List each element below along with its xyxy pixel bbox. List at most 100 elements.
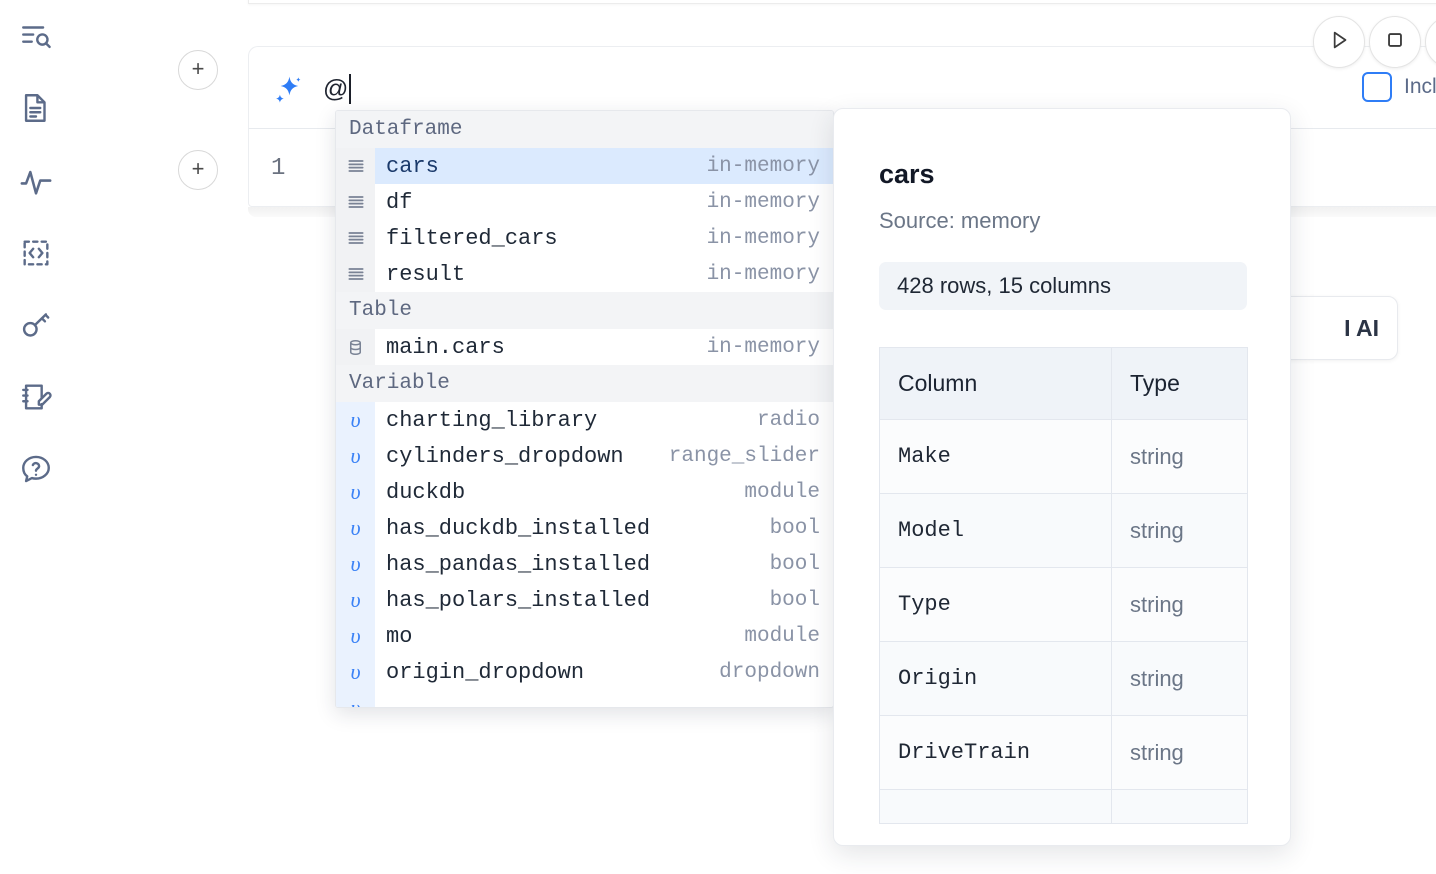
add-cell-below-label: + [191,156,205,181]
schema-cell-type: string [1111,715,1248,790]
run-cell-button[interactable] [1313,16,1365,68]
autocomplete-item-name: cylinders_dropdown [386,443,624,469]
schema-cell-column: Make [879,419,1112,494]
schema-cell-type [1111,789,1248,824]
autocomplete-item-name: df [386,189,413,215]
snippet-icon [19,236,53,270]
schema-cell-column: Type [879,567,1112,642]
schema-cell-type: string [1111,641,1248,716]
add-cell-above-button[interactable]: + [178,50,218,90]
ai-prompt-value: @ [323,74,349,103]
autocomplete-item-name: has_polars_installed [386,587,651,613]
explore-icon [19,19,53,53]
variable-icon: υ [336,690,375,707]
cell-above-stub [248,0,1436,4]
autocomplete-item-meta: radio [756,408,820,432]
autocomplete-item-meta: in-memory [706,190,820,214]
stop-square-icon [1382,27,1408,58]
dataframe-icon [336,184,375,220]
autocomplete-group-header: Variable [336,365,833,402]
autocomplete-item-meta: in-memory [706,154,820,178]
autocomplete-item-name: has_duckdb_installed [386,515,651,541]
document-icon [19,91,53,125]
autocomplete-item-name: has_pandas_installed [386,551,651,577]
activity-icon [19,165,53,199]
autocomplete-item-meta: in-memory [706,226,820,250]
schema-cell-type: string [1111,567,1248,642]
scratchpad-icon [19,380,53,414]
autocomplete-item-name: mo [386,623,413,649]
schema-row-partial [879,789,1248,824]
sidebar-item-activity[interactable] [14,160,58,204]
autocomplete-item-meta: bool [769,552,820,576]
dataframe-icon [336,256,375,292]
variable-icon: υ [336,546,375,582]
autocomplete-item[interactable]: υ has_pandas_installed bool [336,546,833,582]
doc-source: Source: memory [879,208,1041,233]
include-all-code-label: Include all code [1404,75,1436,98]
sidebar-item-scratchpad[interactable] [14,375,58,419]
sidebar-item-secrets[interactable] [14,303,58,347]
autocomplete-item-meta: bool [769,516,820,540]
autocomplete-item-name: origin_dropdown [386,659,585,685]
schema-cell-column: Origin [879,641,1112,716]
autocomplete-item[interactable]: υ has_duckdb_installed bool [336,510,833,546]
autocomplete-item-meta: bool [769,588,820,612]
variable-icon: υ [336,654,375,690]
autocomplete-item[interactable]: υ origin_dropdown dropdown [336,654,833,690]
autocomplete-item-meta: in-memory [706,262,820,286]
sidebar-item-help[interactable] [14,447,58,491]
completion-details-panel: cars Source: memory 428 rows, 15 columns… [833,108,1291,846]
include-all-code-checkbox[interactable] [1362,72,1392,102]
autocomplete-group-header: Dataframe [336,111,833,148]
doc-title: cars [879,159,935,189]
ai-prompt-input[interactable]: @ [323,69,1242,109]
autocomplete-item-name: main.cars [386,334,505,360]
sidebar-item-documentation[interactable] [14,86,58,130]
sidebar-item-explore[interactable] [14,14,58,58]
autocomplete-item-meta [807,697,833,708]
sidebar-item-snippets[interactable] [14,231,58,275]
variable-icon: υ [336,438,375,474]
schema-header-type: Type [1111,347,1248,420]
schema-table-header-row: Column Type [879,347,1248,420]
autocomplete-item-name: duckdb [386,479,466,505]
table-icon [336,329,375,365]
text-caret [349,74,352,104]
autocomplete-item[interactable]: result in-memory [336,256,833,292]
variable-icon: υ [336,510,375,546]
dataframe-icon [336,148,375,184]
add-cell-below-button[interactable]: + [178,150,218,190]
autocomplete-item-meta: dropdown [719,660,820,684]
autocomplete-item-meta: module [744,624,820,648]
autocomplete-item-name: charting_library [386,407,598,433]
stop-cell-button[interactable] [1369,16,1421,68]
autocomplete-item-name [375,696,807,708]
generate-with-ai-label: I AI [1344,314,1379,341]
autocomplete-item[interactable]: υ has_polars_installed bool [336,582,833,618]
schema-cell-type: string [1111,419,1248,494]
autocomplete-item-name: result [386,261,466,287]
generate-with-ai-button[interactable]: I AI [1272,296,1398,360]
autocomplete-item-partial[interactable]: υ [336,690,833,708]
autocomplete-item[interactable]: df in-memory [336,184,833,220]
variable-icon: υ [336,618,375,654]
variable-icon: υ [336,582,375,618]
schema-header-column: Column [879,347,1112,420]
include-all-code-control[interactable]: Include all code [1362,72,1436,102]
